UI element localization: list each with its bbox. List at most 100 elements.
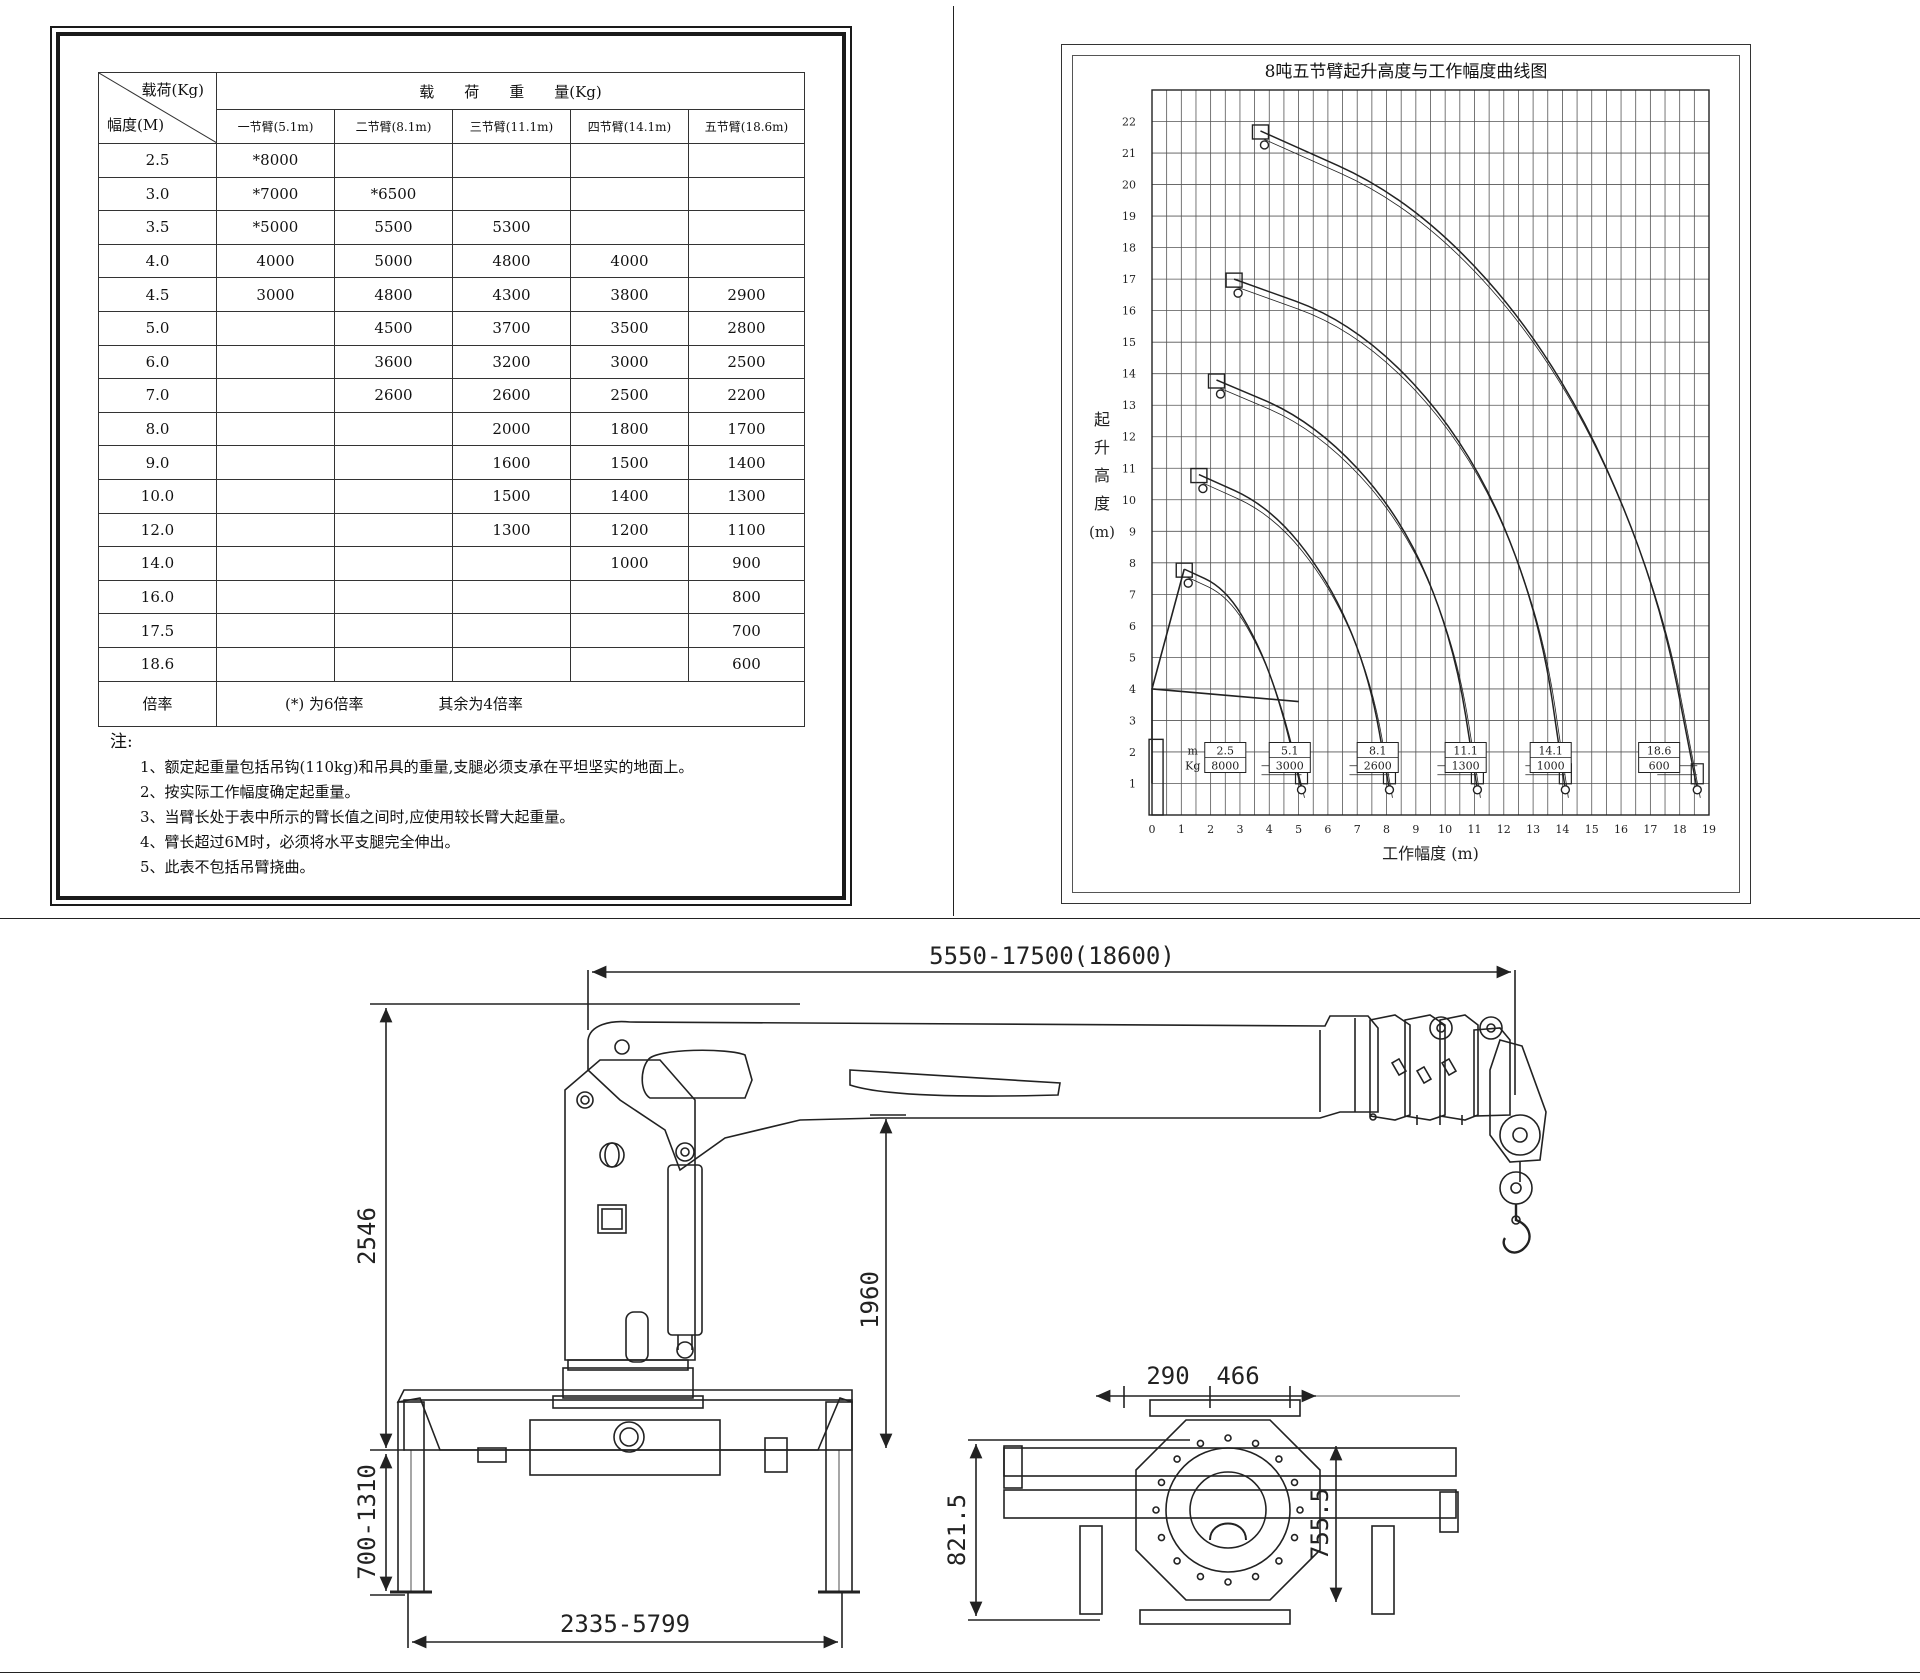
plan-bolt (1157, 1478, 1166, 1487)
load-cell: 600 (688, 646, 805, 682)
radius-cell: 2.5 (98, 143, 217, 178)
load-cell: 5500 (334, 210, 453, 245)
load-cell (216, 512, 335, 548)
tip-table-radius: 8.1 (1369, 745, 1387, 758)
load-cell (216, 310, 335, 346)
y-tick-label: 15 (1122, 336, 1136, 349)
load-cell (688, 210, 805, 245)
crane-column (564, 1059, 696, 1361)
load-cell: 5000 (334, 243, 453, 279)
load-cell (688, 176, 805, 212)
y-tick-label: 2 (1129, 746, 1136, 759)
load-cell: *6500 (334, 176, 453, 212)
boom-head (1489, 1039, 1547, 1163)
load-cell (334, 579, 453, 615)
load-cell: 2000 (452, 411, 571, 447)
load-cell: 4800 (334, 277, 453, 312)
x-tick-label: 6 (1324, 823, 1331, 836)
load-cell: *7000 (216, 176, 335, 212)
load-cell: 1500 (570, 445, 689, 480)
tip-hook-8.1 (1198, 483, 1208, 494)
tip-table-radius: 14.1 (1538, 745, 1563, 758)
tip-hook-18.6 (1259, 140, 1270, 150)
load-cell: 2800 (688, 310, 805, 346)
notes-title: 注: (110, 732, 133, 752)
load-cell (334, 512, 453, 548)
x-tick-label: 18 (1673, 823, 1687, 836)
ratio-row: 倍率 (*) 为6倍率 其余为4倍率 (98, 680, 805, 727)
x-tick-label: 2 (1207, 823, 1214, 836)
tip-table-m-label: m (1188, 745, 1199, 758)
y-axis-label-char: 升 (1094, 438, 1110, 457)
load-cell (452, 176, 571, 212)
dim-466-text: 466 (1216, 1362, 1259, 1390)
y-axis-label-unit: (m) (1089, 523, 1115, 541)
boom-wedge (849, 1069, 1061, 1097)
tip-table-radius: 5.1 (1281, 745, 1299, 758)
end-hook-14.1 (1560, 785, 1571, 795)
base-hole (613, 1421, 645, 1453)
lift-curve-14.1 (1233, 278, 1567, 790)
section-divider-top (0, 918, 1920, 919)
column-window (597, 1204, 627, 1234)
crane-side-view (390, 1014, 1547, 1594)
load-cell: 1400 (570, 478, 689, 514)
boom-section (1404, 1014, 1446, 1121)
load-table: 载荷(Kg) 幅度(M) 载 荷 重 量(Kg) 一节臂(5.1m)二节臂(8.… (98, 71, 805, 727)
y-tick-label: 22 (1122, 116, 1136, 129)
end-hook-18.6 (1692, 785, 1702, 795)
dim-leg-text: 700-1310 (353, 1464, 381, 1580)
corner-diagonal (99, 73, 217, 143)
radius-cell: 3.0 (98, 176, 217, 212)
end-tip-18.6 (1690, 763, 1704, 785)
x-tick-label: 10 (1438, 823, 1452, 836)
radius-cell: 17.5 (98, 613, 217, 648)
dim-outrigger-span: 2335-5799 (407, 1592, 843, 1649)
load-cell: 3000 (570, 344, 689, 380)
y-tick-label: 14 (1122, 368, 1136, 381)
load-cell: 1200 (570, 512, 689, 548)
load-cell (452, 613, 571, 648)
plan-bolt (1251, 1439, 1260, 1448)
plan-bolt (1196, 1572, 1205, 1581)
lift-cylinder (667, 1164, 703, 1336)
load-cell: 2600 (334, 378, 453, 413)
tip-table-radius: 18.6 (1647, 745, 1672, 758)
radius-cell: 14.0 (98, 546, 217, 581)
boom-window (641, 1049, 753, 1099)
x-tick-label: 3 (1236, 823, 1243, 836)
load-cell: 3700 (452, 310, 571, 346)
load-cell: *5000 (216, 210, 335, 245)
y-tick-label: 10 (1122, 494, 1136, 507)
dim-821-text: 821.5 (943, 1494, 971, 1566)
table-row: 3.0*7000*6500 (98, 176, 805, 212)
plan-slewing-ring (1165, 1447, 1291, 1573)
x-tick-label: 12 (1497, 823, 1511, 836)
load-cell (570, 143, 689, 178)
load-cell: 4800 (452, 243, 571, 279)
crane-boom (587, 1015, 1379, 1172)
tip-table-load: 1300 (1452, 760, 1480, 773)
y-tick-label: 12 (1122, 431, 1136, 444)
x-tick-label: 9 (1412, 823, 1419, 836)
plan-bolt (1275, 1557, 1283, 1565)
lift-curve-11.1 (1216, 379, 1479, 790)
plan-bolt (1157, 1533, 1166, 1542)
plan-bolt (1290, 1533, 1299, 1542)
boom-tip-14.1 (1225, 272, 1243, 288)
y-tick-label: 3 (1129, 714, 1136, 727)
boom-tip-18.6 (1251, 124, 1270, 140)
ratio-label: 倍率 (98, 680, 217, 727)
corner-top-label: 载荷(Kg) (141, 81, 204, 99)
lift-curve-8.1 (1198, 473, 1391, 790)
load-cell (216, 378, 335, 413)
radius-cell: 10.0 (98, 478, 217, 514)
head-sheave (1499, 1114, 1541, 1156)
base-box (403, 1399, 853, 1451)
